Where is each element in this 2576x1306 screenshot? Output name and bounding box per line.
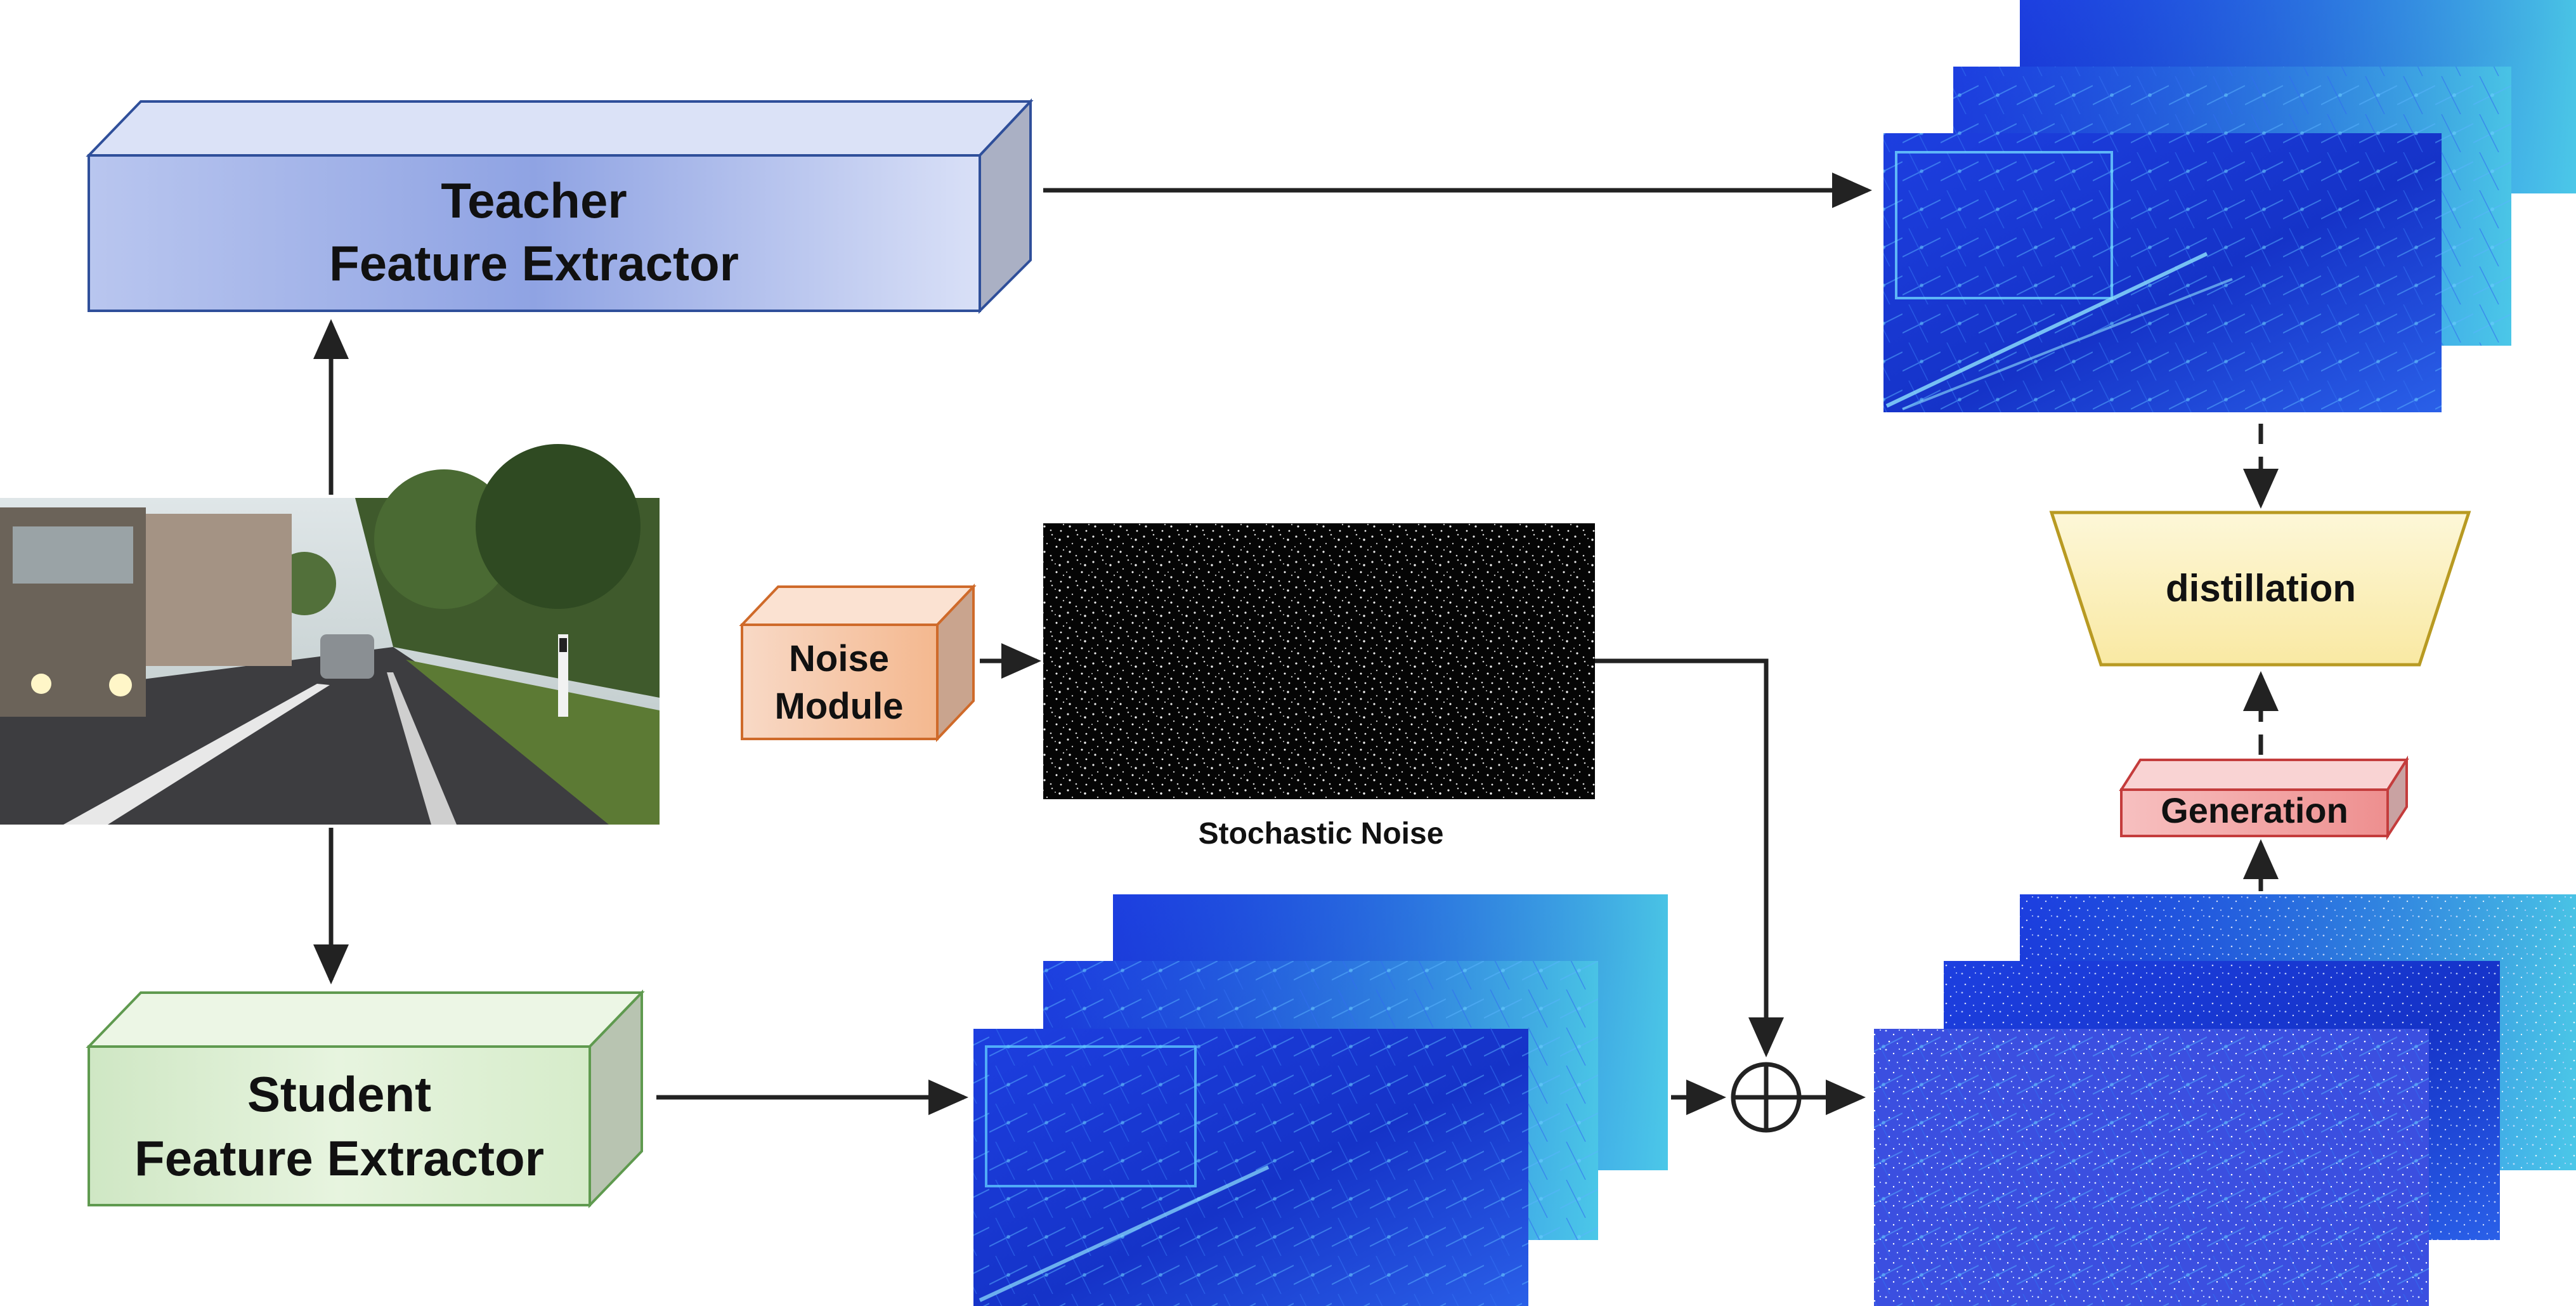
student-label-line2: Feature Extractor	[134, 1130, 544, 1186]
teacher-feature-maps	[1883, 0, 2576, 412]
sum-node	[1731, 1062, 1802, 1133]
stochastic-noise-image	[1043, 523, 1595, 799]
stochastic-noise-caption: Stochastic Noise	[1199, 817, 1444, 851]
distillation-label: distillation	[2166, 567, 2356, 610]
noise-module-label-line2: Module	[775, 686, 904, 727]
generation-label: Generation	[2161, 790, 2348, 830]
student-feature-maps	[973, 894, 1668, 1306]
noisy-feature-maps	[1874, 894, 2576, 1306]
noise-module: Noise Module	[739, 583, 977, 743]
teacher-label-line1: Teacher	[441, 173, 627, 228]
distillation-block: distillation	[2049, 511, 2471, 667]
generation-block: Generation	[2119, 755, 2409, 840]
input-street-image	[0, 444, 660, 825]
student-feature-extractor: Student Feature Extractor	[86, 989, 645, 1208]
teacher-label-line2: Feature Extractor	[329, 235, 739, 291]
teacher-feature-extractor: Teacher Feature Extractor	[86, 98, 1034, 314]
student-label-line1: Student	[247, 1066, 431, 1122]
noise-module-label-line1: Noise	[789, 638, 889, 679]
arrow-noise-to-sum	[1595, 658, 1784, 1057]
